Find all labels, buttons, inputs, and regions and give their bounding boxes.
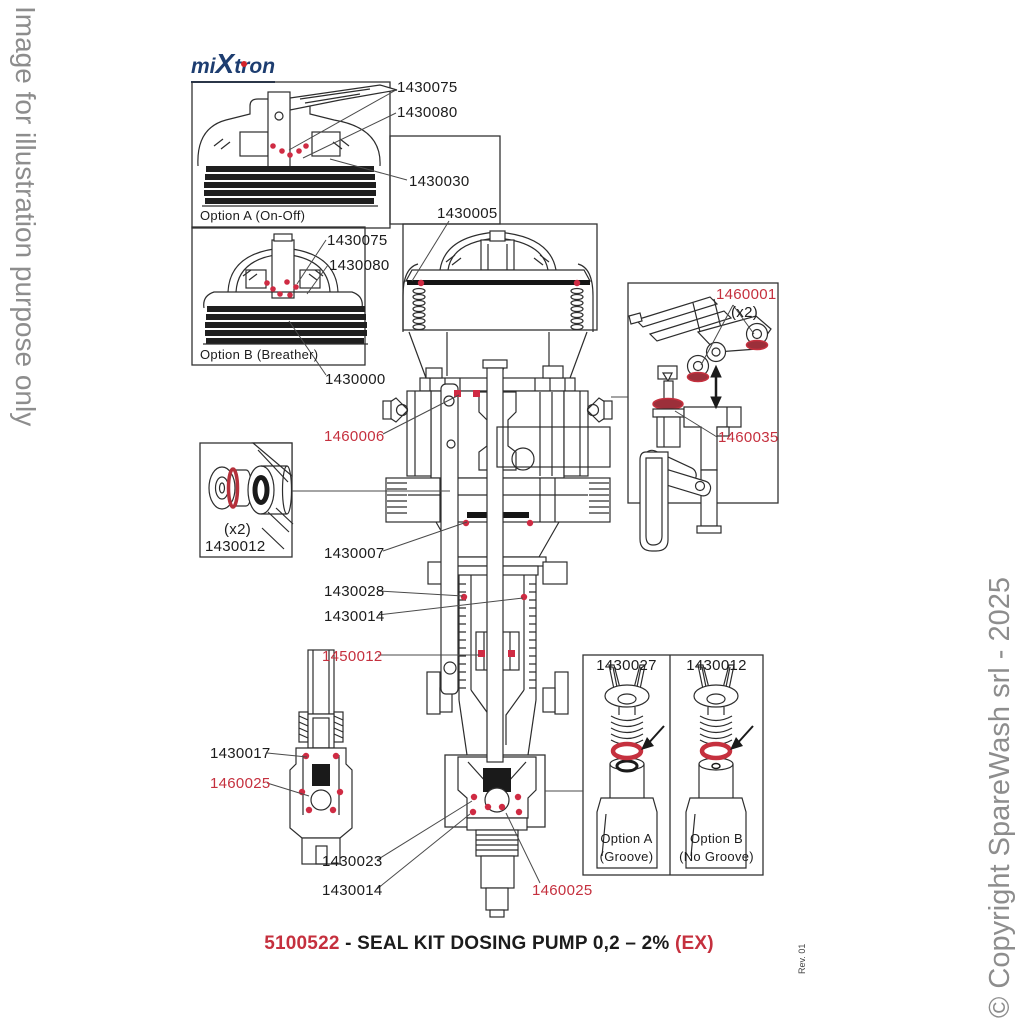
diagram-title: 5100522 - SEAL KIT DOSING PUMP 0,2 – 2% … <box>0 933 978 955</box>
option-b-no-groove-caption-line2: (No Groove) <box>679 849 754 864</box>
part-label-1430027: 1430027 <box>596 657 657 674</box>
cap-springs <box>412 287 584 331</box>
option-a-groove-caption-line1: Option A <box>600 831 653 846</box>
part-label-1430014-b: 1430014 <box>322 882 383 899</box>
part-label-1430075-a: 1430075 <box>397 79 458 96</box>
pump-body-drawing <box>382 331 613 918</box>
part-label-1430012-option-b: 1430012 <box>686 657 747 674</box>
part-label-1430012-seals: 1430012 <box>205 538 266 555</box>
bracket-qty-label: (x2) <box>731 304 759 321</box>
seal-markers <box>226 143 581 816</box>
part-label-1430080-a: 1430080 <box>397 104 458 121</box>
kit-name: - SEAL KIT DOSING PUMP 0,2 – 2% <box>339 933 675 954</box>
check-valve-drawing <box>289 649 353 865</box>
plunger-option-b-drawing <box>685 664 754 869</box>
option-a-caption: Option A (On-Off) <box>200 208 306 223</box>
kit-suffix: (EX) <box>674 933 714 954</box>
part-label-1430000: 1430000 <box>325 371 386 388</box>
pump-cap-drawing <box>402 230 594 332</box>
option-b-caption: Option B (Breather) <box>200 347 319 362</box>
logo-part2: X <box>215 48 235 79</box>
option-b-drawing <box>203 233 368 345</box>
part-label-1460025-b: 1460025 <box>532 882 593 899</box>
plunger-option-a-drawing <box>596 664 665 869</box>
part-label-1430030: 1430030 <box>409 173 470 190</box>
option-a-groove-caption-line2: (Groove) <box>599 849 654 864</box>
seals-box <box>199 442 293 558</box>
part-label-1430080-b: 1430080 <box>329 257 390 274</box>
option-b-no-groove-caption-line1: Option B <box>690 831 743 846</box>
part-label-1430023: 1430023 <box>322 853 383 870</box>
part-label-1430028: 1430028 <box>324 583 385 600</box>
mixtron-logo: miXtron <box>191 48 276 83</box>
logo-part1: mi <box>191 55 216 78</box>
part-label-1450012: 1450012 <box>322 648 383 665</box>
part-label-1460035: 1460035 <box>718 429 779 446</box>
part-label-1430075-b: 1430075 <box>327 232 388 249</box>
arrow-icon <box>730 737 743 750</box>
part-label-1460025-a: 1460025 <box>210 775 271 792</box>
logo-red-dot-icon <box>241 61 247 67</box>
option-b-box <box>191 226 366 366</box>
part-label-1430005: 1430005 <box>437 205 498 222</box>
part-label-1430007: 1430007 <box>324 545 385 562</box>
bracket-drawing <box>628 296 772 552</box>
pump-cap-box <box>402 223 598 331</box>
kit-code: 5100522 <box>264 933 340 954</box>
option-a-drawing <box>197 84 398 207</box>
part-label-1430014-a: 1430014 <box>324 608 385 625</box>
up-down-arrow-icon <box>710 364 722 410</box>
part-label-1430017: 1430017 <box>210 745 271 762</box>
part-label-1460006: 1460006 <box>324 428 385 445</box>
options-box <box>582 654 764 876</box>
seals-qty-label: (x2) <box>224 521 252 538</box>
part-label-1460001: 1460001 <box>716 286 777 303</box>
arrow-icon <box>641 737 654 750</box>
leader-lines <box>266 89 755 890</box>
